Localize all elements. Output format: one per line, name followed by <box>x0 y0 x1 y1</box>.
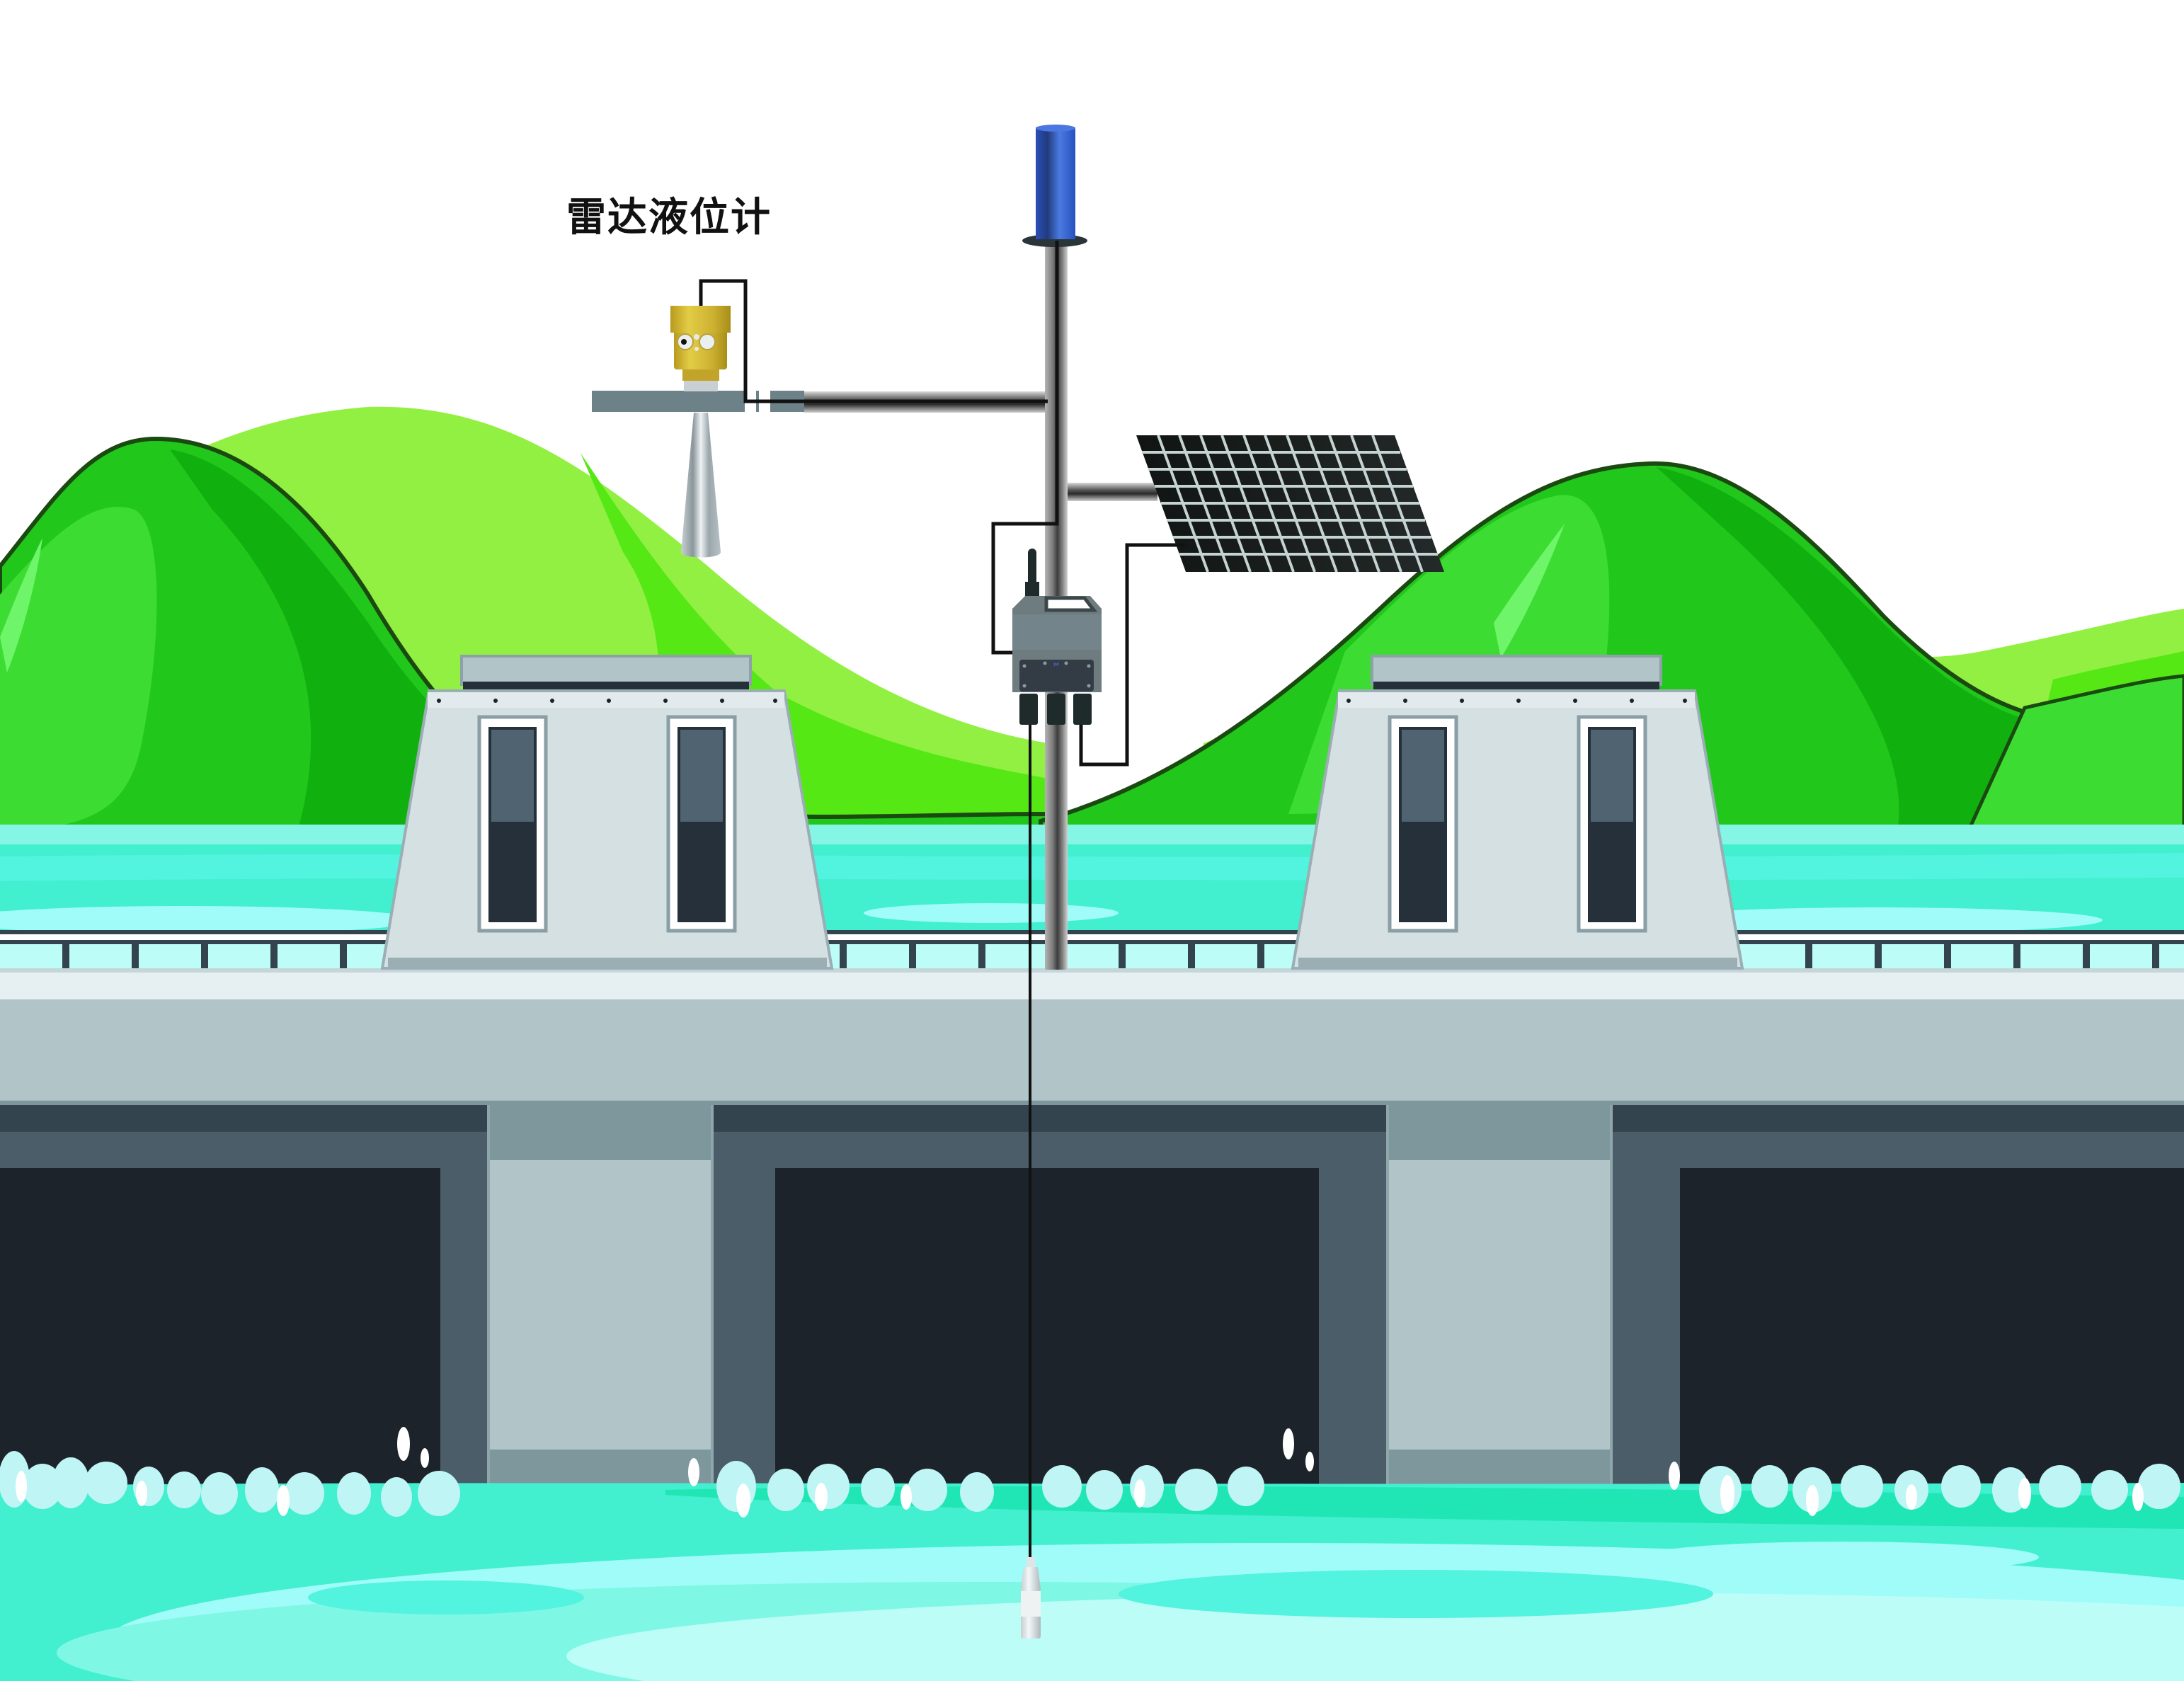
submersible-pressure-sensor <box>1021 1557 1041 1639</box>
hill-near-left-glint <box>0 538 42 672</box>
gatehouse-right-window-2 <box>1577 715 1647 933</box>
lightning-rod <box>1036 125 1075 239</box>
svg-text:⋈: ⋈ <box>1053 661 1059 667</box>
downstream-water <box>0 1483 2184 1681</box>
logger-cable-glands <box>1019 694 1092 725</box>
dam-railing <box>0 930 2184 970</box>
dam <box>0 968 2184 1487</box>
gatehouse-left-window-2 <box>666 715 737 933</box>
gatehouse-left <box>380 655 834 970</box>
cables <box>699 241 1185 1561</box>
dam-deck-top <box>0 968 2184 973</box>
cable-pole-to-logger <box>991 241 1059 655</box>
hill-near-left-shadow <box>170 449 581 832</box>
gatehouse-right-window-1 <box>1388 715 1458 933</box>
dam-beam-dark <box>0 1105 2184 1132</box>
hill-near-left-highlight <box>0 507 157 832</box>
logger-front-plate <box>1019 660 1094 692</box>
gate-opening-left <box>0 1168 440 1486</box>
pillar-right <box>1386 1105 1613 1487</box>
dam-deck <box>0 973 2184 999</box>
radar-housing <box>670 306 731 391</box>
gate-opening-right <box>1680 1168 2184 1486</box>
pole-arm-solar <box>1065 483 1157 501</box>
gate-opening-center <box>775 1168 1319 1486</box>
dam-face <box>0 999 2184 1103</box>
pillar-left <box>487 1105 714 1487</box>
hill-near-right-glint <box>1494 524 1565 658</box>
radar-horn-antenna <box>681 413 721 558</box>
radar-level-meter-label: 雷达液位计 <box>566 195 772 241</box>
gatehouse-right <box>1291 655 1744 970</box>
solar-panel <box>1136 435 1444 573</box>
water-foam-bubbles <box>16 1427 2144 1518</box>
upstream-water <box>0 825 2184 973</box>
cable-radar <box>699 279 1048 403</box>
data-logger: ⋈ <box>1012 549 1102 725</box>
gatehouse-left-window-1 <box>477 715 548 933</box>
cable-solar <box>1079 543 1185 767</box>
